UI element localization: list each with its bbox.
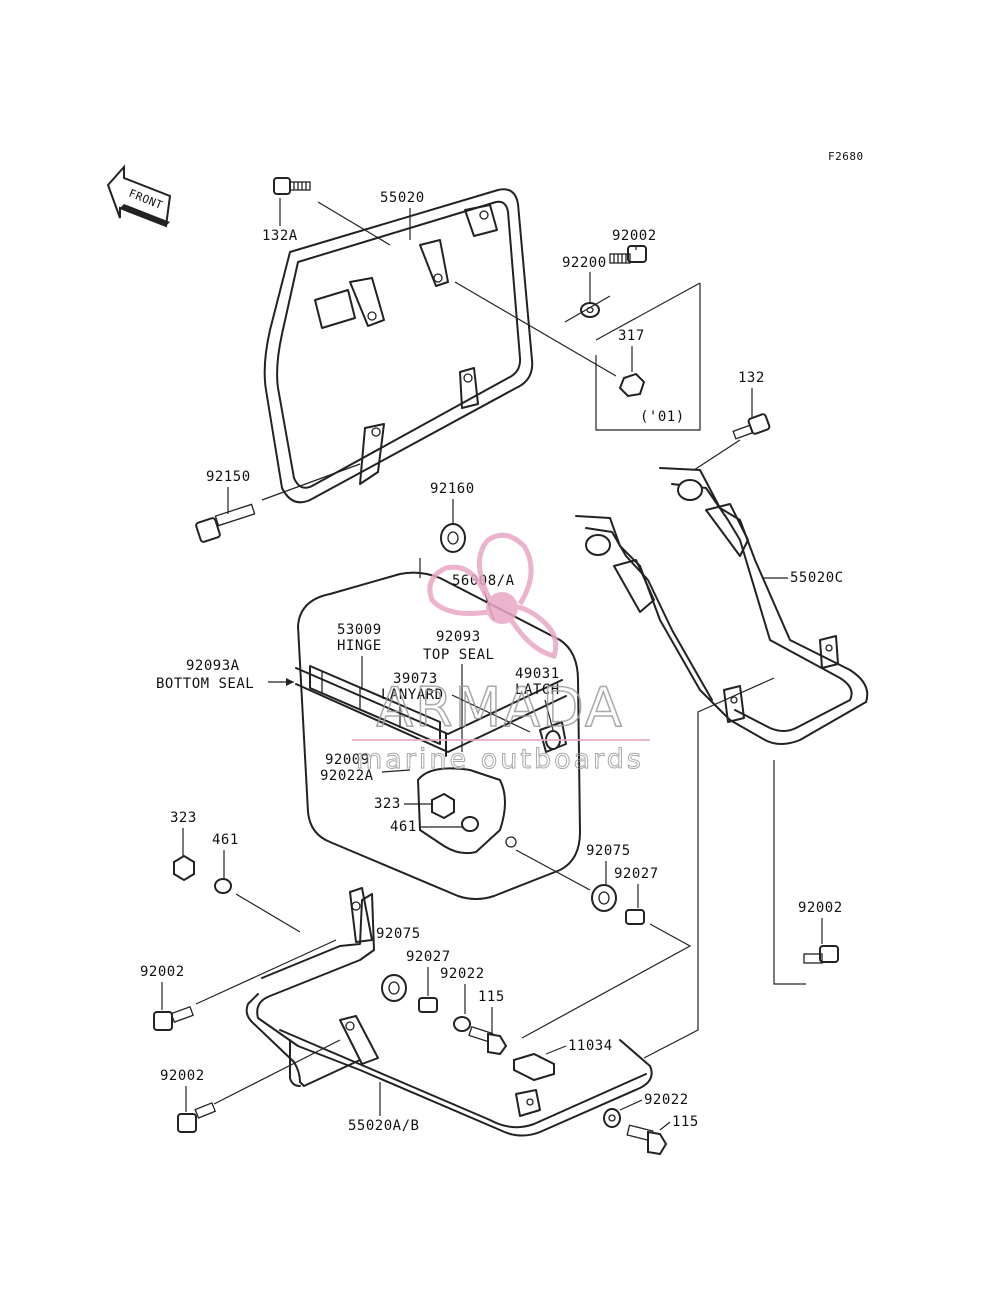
label-115-mid: 115 — [478, 989, 505, 1005]
nut-317-icon — [618, 372, 646, 398]
bolt-92002-right-icon — [803, 945, 839, 964]
label-55020c: 55020C — [790, 570, 844, 586]
label-92022-bottom: 92022 — [644, 1092, 689, 1108]
year-note: ('01) — [640, 409, 685, 425]
label-92075-right: 92075 — [586, 843, 631, 859]
label-39073: 39073 — [393, 671, 438, 687]
bracket-55020c — [575, 467, 869, 745]
label-92022-mid: 92022 — [440, 966, 485, 982]
label-92009: 92009 — [325, 752, 370, 768]
label-92022a: 92022A — [320, 768, 374, 784]
washer-461-box-icon — [461, 816, 479, 832]
guard-frame-top — [263, 188, 534, 504]
saddlebag-box — [295, 571, 581, 900]
bolt-92150-icon — [195, 503, 256, 543]
label-317: 317 — [618, 328, 645, 344]
washer-461-icon — [214, 878, 232, 894]
label-92002-bottom: 92002 — [160, 1068, 205, 1084]
label-92002-right: 92002 — [798, 900, 843, 916]
bolt-132-icon — [732, 413, 771, 440]
washer-92022-mid-icon — [453, 1016, 471, 1032]
bolt-92002-bottom-icon — [177, 1102, 217, 1133]
label-92093: 92093 — [436, 629, 481, 645]
bolt-132a-icon — [273, 177, 311, 195]
label-92150: 92150 — [206, 469, 251, 485]
label-461-box: 461 — [390, 819, 417, 835]
label-92027-right: 92027 — [614, 866, 659, 882]
label-132a: 132A — [262, 228, 298, 244]
label-132: 132 — [738, 370, 765, 386]
label-55020ab: 55020A/B — [348, 1118, 419, 1134]
label-323-box: 323 — [374, 796, 401, 812]
label-92093-desc: TOP SEAL — [423, 647, 494, 663]
label-92093a: 92093A — [186, 658, 240, 674]
bolt-92002-top-icon — [609, 245, 647, 264]
bracket-55020ab — [245, 887, 653, 1137]
label-92200: 92200 — [562, 255, 607, 271]
front-arrow-icon: FRONT — [106, 164, 172, 228]
year-variant-bracket — [595, 283, 701, 431]
watermark-brand: ARMADA — [376, 676, 624, 739]
label-461: 461 — [212, 832, 239, 848]
label-92002-left: 92002 — [140, 964, 185, 980]
propeller-logo-icon — [427, 532, 559, 659]
bracket-11034-icon — [513, 1052, 555, 1082]
collar-92027-right-icon — [625, 909, 645, 925]
nut-323-icon — [173, 854, 195, 882]
label-49031: 49031 — [515, 666, 560, 682]
label-92093a-desc: BOTTOM SEAL — [156, 676, 254, 692]
bolt-92002-left-icon — [153, 1005, 194, 1031]
bolt-115-mid-icon — [468, 1025, 508, 1056]
label-53009-desc: HINGE — [337, 638, 382, 654]
label-55020-top: 55020 — [380, 190, 425, 206]
label-92075-left: 92075 — [376, 926, 421, 942]
label-49031-desc: LATCH — [515, 682, 560, 698]
grommet-92160-icon — [440, 523, 466, 553]
label-92160: 92160 — [430, 481, 475, 497]
watermark-tagline: marine outboards — [356, 744, 644, 775]
grommet-92075-left-icon — [381, 974, 407, 1002]
bolt-115-bottom-icon — [626, 1124, 668, 1156]
collar-92027-mid-icon — [418, 997, 438, 1013]
label-92027-mid: 92027 — [406, 949, 451, 965]
label-115-bottom: 115 — [672, 1114, 699, 1130]
label-39073-desc: LANYARD — [381, 687, 444, 703]
washer-92022-bottom-icon — [603, 1108, 621, 1128]
label-53009: 53009 — [337, 622, 382, 638]
washer-92200-icon — [580, 302, 600, 318]
label-11034: 11034 — [568, 1038, 613, 1054]
diagram-ref-code: F2680 — [828, 150, 864, 163]
armada-watermark: ARMADA marine outboards — [352, 532, 650, 776]
label-92002-top: 92002 — [612, 228, 657, 244]
grommet-92075-right-icon — [591, 884, 617, 912]
label-323: 323 — [170, 810, 197, 826]
nut-323-box-icon — [431, 792, 455, 820]
